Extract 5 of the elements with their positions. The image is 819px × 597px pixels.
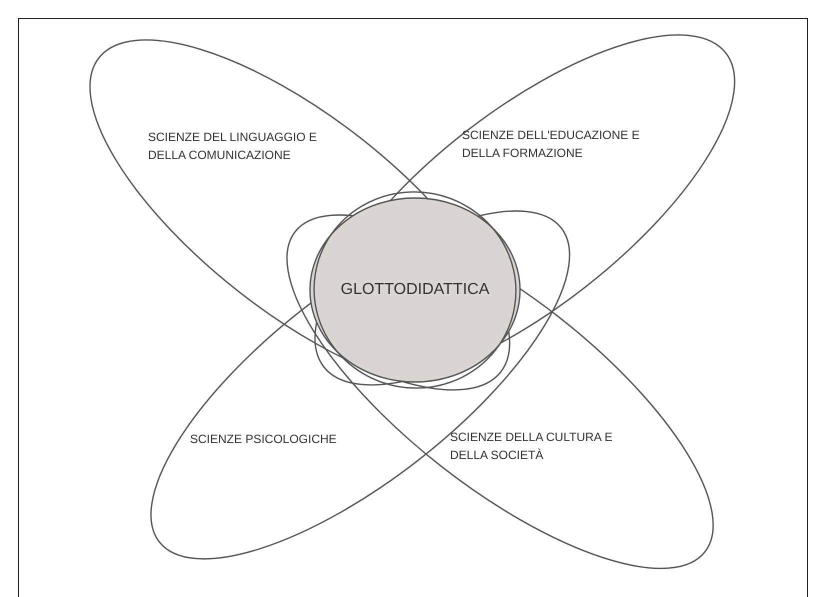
discipline-label: SCIENZE DEL LINGUAGGIO E DELLA COMUNICAZIONE (148, 128, 318, 164)
discipline-label: SCIENZE DELL'EDUCAZIONE E DELLA FORMAZIONE (462, 126, 641, 162)
central-label: GLOTTODIDATTICA (340, 281, 490, 299)
discipline-label: SCIENZE DELLA CULTURA E DELLA SOCIETÀ (450, 428, 614, 464)
discipline-label: SCIENZE PSICOLOGICHE (190, 430, 338, 448)
